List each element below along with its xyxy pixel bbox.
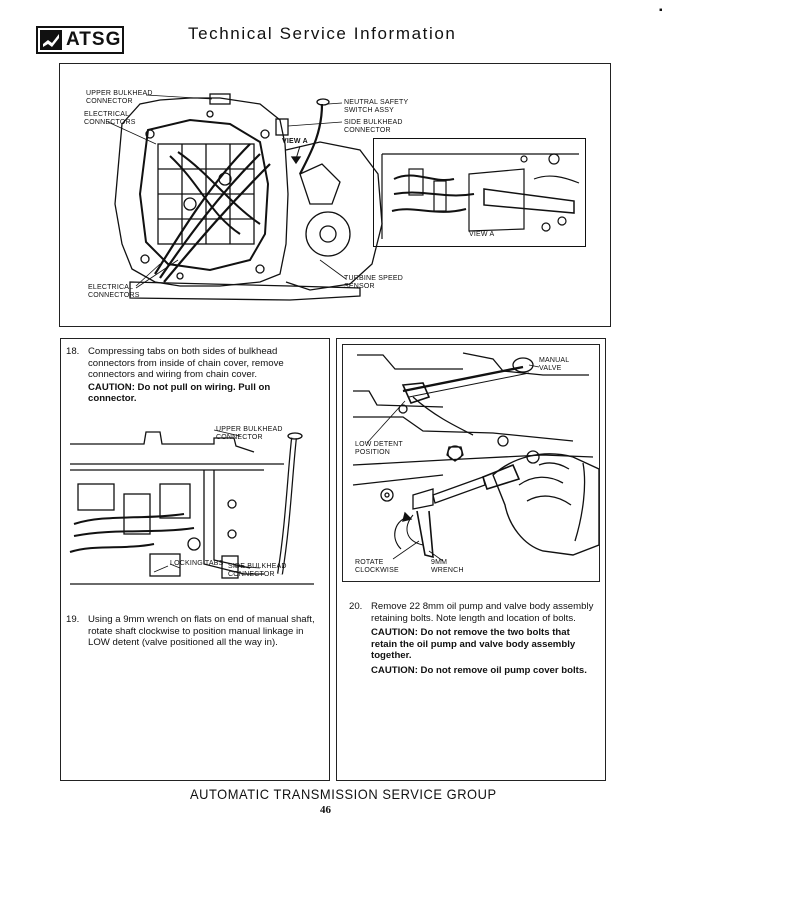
manual-valve-figure: MANUAL VALVE LOW DETENT POSITION ROTATE …	[342, 344, 600, 582]
transaxle-drawing	[107, 93, 383, 301]
label-side-bulkhead-top: SIDE BULKHEAD CONNECTOR	[344, 119, 403, 134]
step-18-number: 18.	[66, 346, 80, 357]
step-20-number: 20.	[349, 601, 363, 612]
step-19-number: 19.	[66, 614, 80, 625]
label-view-a: VIEW A	[282, 138, 308, 145]
label-upper-bulkhead-top: UPPER BULKHEAD CONNECTOR	[86, 90, 153, 105]
figure-top-panel: VIEW A UPPER BULKHEAD CONNECTOR ELECTRIC…	[59, 63, 611, 327]
step-20-caution-1: CAUTION: Do not remove the two bolts tha…	[371, 627, 576, 661]
label-turbine-speed-sensor: TURBINE SPEED SENSOR	[344, 275, 403, 290]
label-upper-bulkhead-step18: UPPER BULKHEAD CONNECTOR	[216, 426, 283, 441]
label-locking-tabs: LOCKING TABS	[170, 560, 224, 567]
step-20-text: Remove 22 8mm oil pump and valve body as…	[371, 601, 594, 624]
step-18-text: Compressing tabs on both sides of bulkhe…	[88, 346, 284, 380]
label-side-bulkhead-step18: SIDE BULKHEAD CONNECTOR	[228, 563, 287, 578]
label-9mm-wrench: 9mm WRENCH	[431, 559, 464, 574]
view-a-inset-label: VIEW A	[469, 231, 495, 238]
label-neutral-safety-switch: NEUTRAL SAFETY SWITCH ASSY	[344, 99, 409, 114]
atsg-logo: ATSG	[36, 26, 124, 54]
label-manual-valve: MANUAL VALVE	[539, 357, 570, 372]
view-a-inset: VIEW A	[373, 138, 586, 247]
label-electrical-connectors-lower: ELECTRICAL CONNECTORS	[88, 284, 140, 299]
page-number: 46	[320, 804, 331, 816]
step-20-caution-2: CAUTION: Do not remove oil pump cover bo…	[371, 664, 587, 676]
page-title: Technical Service Information	[188, 24, 457, 43]
label-low-detent-position: LOW DETENT POSITION	[355, 441, 403, 456]
step-18-caution: CAUTION: Do not pull on wiring. Pull on …	[88, 381, 271, 405]
corner-mark: ▪	[659, 5, 663, 16]
label-electrical-connectors-upper: ELECTRICAL CONNECTORS	[84, 111, 136, 126]
label-rotate-clockwise: ROTATE CLOCKWISE	[355, 559, 399, 574]
logo-text: ATSG	[66, 29, 122, 50]
footer-org-name: AUTOMATIC TRANSMISSION SERVICE GROUP	[190, 786, 497, 802]
logo-flag-icon	[40, 30, 62, 50]
bulkhead-connector-drawing	[69, 429, 314, 585]
step-19-text: Using a 9mm wrench on flats on end of ma…	[88, 614, 315, 648]
